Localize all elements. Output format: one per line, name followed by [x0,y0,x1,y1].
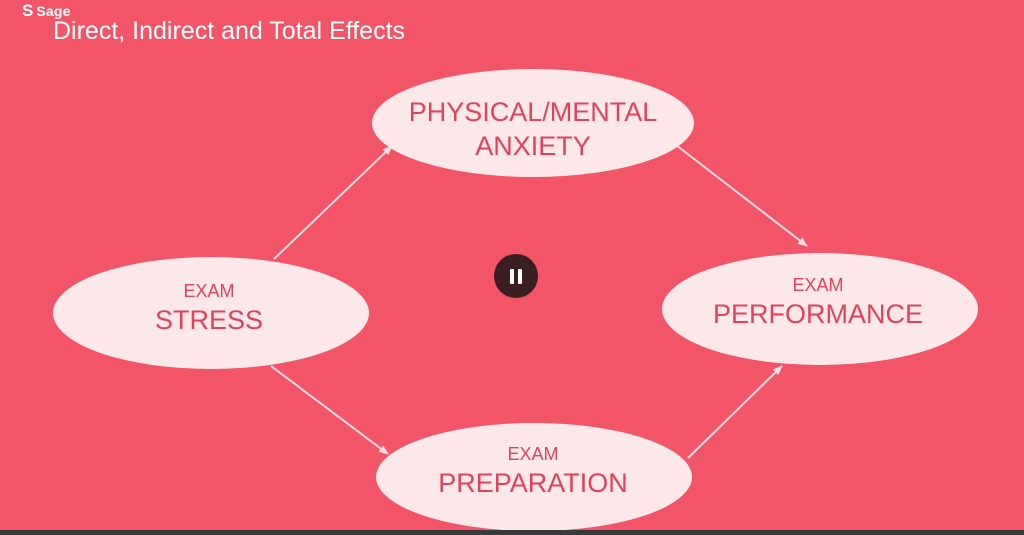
node-physical-mental-anxiety: PHYSICAL/MENTAL ANXIETY [372,69,694,177]
arrow-preparation-to-performance [687,365,783,459]
node-exam-stress-line1: EXAM [183,281,234,301]
node-exam-performance: EXAM PERFORMANCE [662,253,978,365]
arrow-stress-to-preparation [270,365,389,455]
node-anxiety-line1: PHYSICAL/MENTAL [409,97,658,127]
node-preparation-line1: EXAM [507,444,558,464]
sage-logo-text: Sage [36,2,71,19]
node-performance-line2: PERFORMANCE [713,299,923,329]
sage-logo: S Sage [22,2,71,19]
slide-title: Direct, Indirect and Total Effects [53,17,406,45]
sage-s-logo-icon: S [22,1,34,20]
node-performance-line1: EXAM [792,275,843,295]
arrow-stress-to-anxiety [273,145,393,260]
node-exam-stress: EXAM STRESS [53,257,369,369]
node-preparation-line2: PREPARATION [438,468,628,498]
node-exam-stress-line2: STRESS [155,305,263,335]
pause-button[interactable] [494,254,538,298]
video-progress-track[interactable] [0,530,1024,535]
pause-icon [510,268,514,284]
node-exam-preparation: EXAM PREPARATION [376,423,692,531]
pause-icon-bar [518,268,522,284]
node-anxiety-line2: ANXIETY [475,131,591,161]
arrow-anxiety-to-performance [675,144,808,247]
